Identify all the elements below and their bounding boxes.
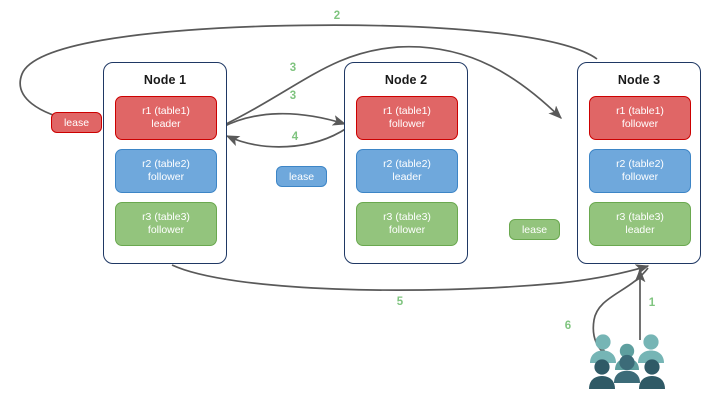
edge-step-4 <box>225 127 348 148</box>
replica-name: r2 (table2) <box>142 158 190 170</box>
replica-name: r1 (table1) <box>383 105 431 117</box>
replica-r2-node2[interactable]: r2 (table2) leader <box>356 149 458 193</box>
step-label-6: 6 <box>564 320 572 332</box>
lease-badge-green[interactable]: lease <box>509 219 560 240</box>
edge-step-3-short <box>218 112 347 130</box>
replica-r2-node1[interactable]: r2 (table2) follower <box>115 149 217 193</box>
node-title: Node 2 <box>384 73 428 87</box>
replica-name: r2 (table2) <box>383 158 431 170</box>
replica-r3-node3[interactable]: r3 (table3) leader <box>589 202 691 246</box>
replica-name: r3 (table3) <box>616 211 664 223</box>
step-label-3-long: 3 <box>289 62 297 74</box>
replica-name: r2 (table2) <box>616 158 664 170</box>
replica-role: leader <box>151 118 181 130</box>
step-label-2: 2 <box>333 10 341 22</box>
node-title: Node 1 <box>143 73 187 87</box>
step-label-3-short: 3 <box>289 90 297 102</box>
node-title: Node 3 <box>617 73 661 87</box>
replica-name: r1 (table1) <box>142 105 190 117</box>
replica-name: r3 (table3) <box>142 211 190 223</box>
step-label-5: 5 <box>396 296 404 308</box>
replica-r3-node2[interactable]: r3 (table3) follower <box>356 202 458 246</box>
step-label-4: 4 <box>291 131 299 143</box>
step-label-1: 1 <box>648 297 656 309</box>
edge-step-5 <box>171 264 650 291</box>
users-icon <box>589 334 665 389</box>
replica-role: leader <box>392 171 422 183</box>
node-container-1[interactable]: Node 1 r1 (table1) leader r2 (table2) fo… <box>103 62 227 264</box>
lease-badge-red[interactable]: lease <box>51 112 102 133</box>
replica-name: r1 (table1) <box>616 105 664 117</box>
node-container-2[interactable]: Node 2 r1 (table1) follower r2 (table2) … <box>344 62 468 264</box>
replica-r1-node2[interactable]: r1 (table1) follower <box>356 96 458 140</box>
replica-name: r3 (table3) <box>383 211 431 223</box>
replica-role: follower <box>621 171 659 183</box>
replica-r3-node1[interactable]: r3 (table3) follower <box>115 202 217 246</box>
replica-r1-node1[interactable]: r1 (table1) leader <box>115 96 217 140</box>
replica-role: follower <box>388 224 426 236</box>
replica-r1-node3[interactable]: r1 (table1) follower <box>589 96 691 140</box>
lease-badge-blue[interactable]: lease <box>276 166 327 187</box>
replica-role: follower <box>388 118 426 130</box>
node-container-3[interactable]: Node 3 r1 (table1) follower r2 (table2) … <box>577 62 701 264</box>
replica-role: follower <box>621 118 659 130</box>
replica-r2-node3[interactable]: r2 (table2) follower <box>589 149 691 193</box>
replica-role: leader <box>625 224 655 236</box>
replica-role: follower <box>147 224 185 236</box>
replica-role: follower <box>147 171 185 183</box>
